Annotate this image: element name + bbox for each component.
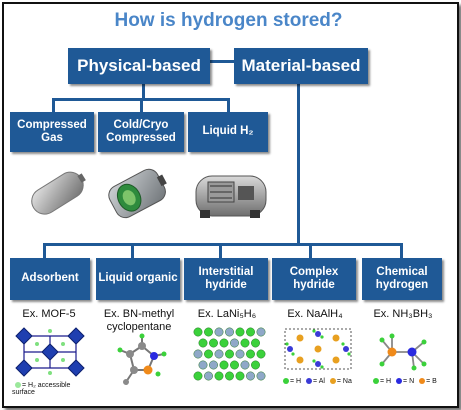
- lattice-atom: [230, 338, 239, 348]
- lattice-atom: [204, 371, 213, 381]
- cryo-compressed-box: Cold/Cryo Compressed: [98, 112, 184, 152]
- lattice-atom: [214, 349, 224, 359]
- adsorbent-box: Adsorbent: [10, 258, 90, 300]
- lattice-atom: [235, 371, 245, 381]
- lattice-atom: [256, 371, 266, 381]
- nh3bh3-molecule-image: [379, 333, 427, 371]
- lattice-atom: [240, 360, 250, 370]
- lattice-atom: [256, 327, 266, 337]
- hydrogen-dot-icon: [373, 378, 379, 385]
- h2-surface-dot-icon: [15, 382, 21, 389]
- lattice-atom: [246, 349, 255, 359]
- lattice-atom: [251, 360, 260, 370]
- liquid-h2-box: Liquid H₂: [188, 112, 268, 152]
- complex-hydride-example: Ex. NaAlH₄: [287, 308, 343, 320]
- connector-physical-to-material: [210, 60, 244, 63]
- lattice-atom: [204, 327, 213, 337]
- connector-compressed-drop: [52, 98, 55, 114]
- boron-dot-icon: [419, 378, 426, 385]
- connector-cryo-drop: [140, 98, 143, 114]
- liquid-organic-box: Liquid organic: [96, 258, 180, 300]
- lattice-atom: [225, 327, 234, 337]
- naalh4-legend: = H = Al = Na: [280, 378, 364, 385]
- lattice-atom: [235, 327, 245, 337]
- lattice-atom: [256, 349, 266, 359]
- nh3bh3-legend-b: = B: [426, 378, 437, 385]
- connector-chemical-drop: [400, 243, 403, 259]
- lattice-atom: [209, 338, 218, 348]
- lattice-atom: [225, 349, 234, 359]
- compressed-gas-tank-image: [31, 171, 86, 215]
- lattice-atom: [193, 349, 203, 359]
- nh3bh3-legend: = H = N = B: [370, 378, 452, 385]
- liquid-organic-example: Ex. BN-methyl cyclopentane: [103, 308, 175, 334]
- interstitial-hydride-example: Ex. LaNi₅H₆: [197, 308, 257, 320]
- adsorbent-example: Ex. MOF-5: [22, 308, 76, 320]
- lattice-atom: [193, 371, 203, 381]
- complex-hydride-box: Complex hydride: [272, 258, 356, 300]
- mof5-legend-text: = H₂ accessible surface: [12, 382, 71, 396]
- connector-complex-drop: [309, 243, 312, 259]
- lattice-atom: [219, 338, 229, 348]
- naalh4-legend-h: = H: [290, 378, 302, 385]
- connector-liquid-organic-drop: [131, 243, 134, 259]
- bn-methyl-cyclopentane-image: [117, 333, 167, 385]
- lani5h6-lattice-image: [193, 327, 266, 381]
- material-based-box: Material-based: [234, 48, 368, 84]
- lattice-atom: [240, 338, 250, 348]
- lattice-atom: [246, 327, 255, 337]
- lattice-atom: [214, 327, 224, 337]
- connector-material-bus: [43, 243, 403, 246]
- connector-adsorbent-drop: [43, 243, 46, 259]
- liquid-h2-tank-image: [195, 175, 267, 218]
- naalh4-structure-image: [284, 328, 352, 370]
- naalh4-legend-na: = Na: [336, 378, 352, 385]
- hydrogen-dot-icon: [283, 378, 289, 385]
- chemical-hydrogen-box: Chemical hydrogen: [362, 258, 442, 300]
- chemical-hydrogen-example: Ex. NH₃BH₃: [373, 308, 433, 320]
- physical-based-box: Physical-based: [68, 48, 210, 84]
- lattice-atom: [193, 327, 203, 337]
- diagram-title: How is hydrogen stored?: [114, 10, 343, 31]
- mof5-structure-image: [15, 327, 85, 377]
- lattice-atom: [225, 371, 234, 381]
- connector-liquid-drop: [227, 98, 230, 114]
- cryo-compressed-tank-image: [108, 168, 167, 219]
- sodium-dot-icon: [329, 378, 336, 385]
- naalh4-legend-al: = Al: [313, 378, 325, 385]
- connector-physical-trunk: [142, 83, 145, 101]
- lattice-atom: [251, 338, 260, 348]
- lattice-atom: [219, 360, 229, 370]
- compressed-gas-box: Compressed Gas: [10, 112, 94, 152]
- connector-material-trunk: [297, 83, 300, 246]
- lattice-atom: [198, 360, 208, 370]
- connector-interstitial-drop: [219, 243, 222, 259]
- mof5-legend: = H₂ accessible surface: [12, 382, 92, 396]
- nh3bh3-legend-n: = N: [403, 378, 415, 385]
- lattice-atom: [209, 360, 218, 370]
- lattice-atom: [214, 371, 224, 381]
- lattice-atom: [235, 349, 245, 359]
- lattice-atom: [204, 349, 213, 359]
- lattice-atom: [246, 371, 255, 381]
- lattice-atom: [230, 360, 239, 370]
- interstitial-hydride-box: Interstitial hydride: [184, 258, 268, 300]
- lattice-atom: [198, 338, 208, 348]
- aluminum-dot-icon: [306, 378, 313, 385]
- nh3bh3-legend-h: = H: [380, 378, 392, 385]
- nitrogen-dot-icon: [396, 378, 403, 385]
